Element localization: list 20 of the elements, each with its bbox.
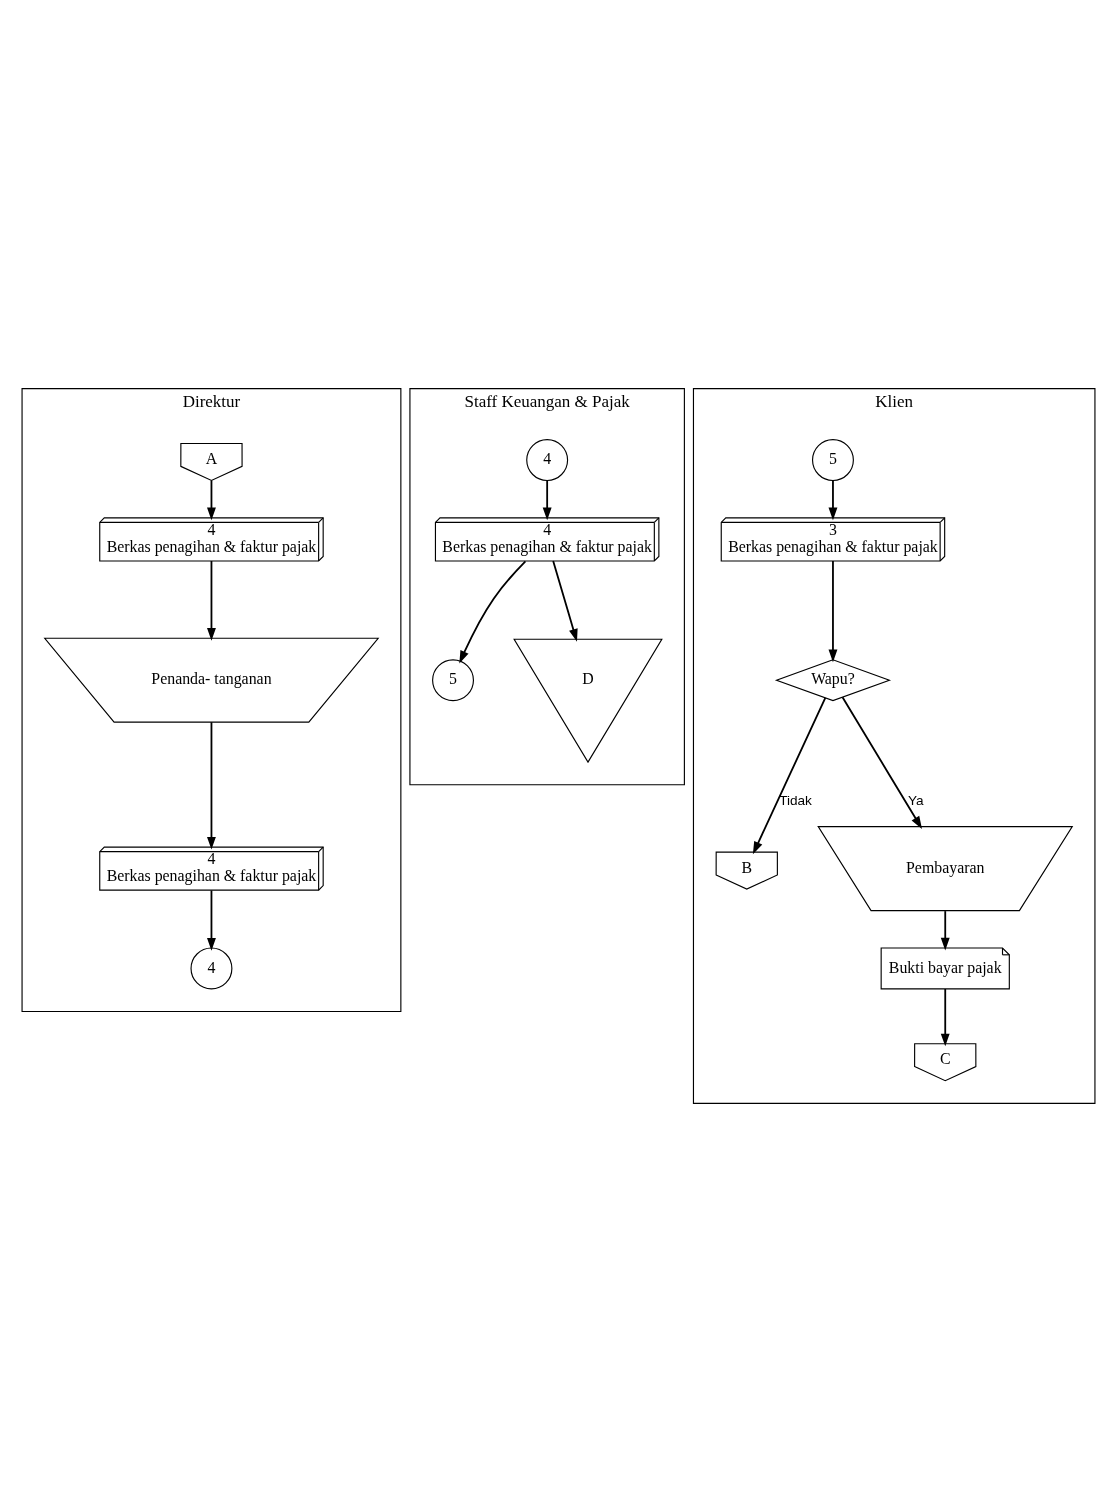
arrow — [459, 560, 527, 664]
arrow — [542, 479, 552, 521]
arrow — [940, 910, 950, 951]
node-circle: 4 — [190, 947, 233, 990]
arrow — [940, 988, 950, 1047]
arrow — [828, 560, 838, 663]
arrow — [841, 696, 922, 829]
edge-label: Tidak — [779, 792, 812, 808]
arrow — [207, 721, 216, 850]
arrow — [752, 696, 827, 855]
arrow — [828, 479, 838, 521]
node-diamond: Wapu? — [774, 659, 892, 702]
node-circle: 5 — [811, 439, 854, 482]
arrow — [207, 560, 216, 641]
edge-label: Ya — [907, 792, 924, 808]
node-circle: 4 — [526, 439, 569, 482]
arrow — [207, 889, 216, 951]
node-circle: 5 — [432, 659, 474, 702]
arrow — [552, 560, 578, 642]
arrow — [207, 479, 216, 521]
